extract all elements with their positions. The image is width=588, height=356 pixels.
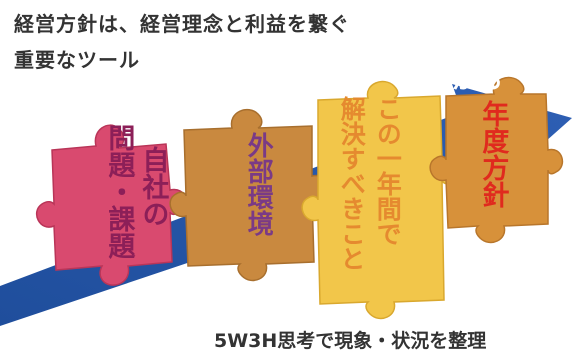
piece-oneyear-col1-text: この一年間で: [373, 96, 403, 246]
diagram-title: 経営方針は、経営理念と利益を繋ぐ 重要なツール: [14, 6, 350, 78]
puzzle-piece-oneyear: [301, 80, 460, 320]
title-line-2: 重要なツール: [14, 48, 140, 72]
piece-oneyear-col2-text: 解決すべきこと: [337, 96, 367, 271]
puzzle-piece-self: [36, 124, 188, 286]
piece-oneyear-column-2: 解決すべきこと: [337, 96, 367, 271]
piece-self-col2-text: 問題・課題: [103, 124, 135, 259]
puzzle-piece-policy: [429, 76, 564, 244]
title-line-1: 経営方針は、経営理念と利益を繋ぐ: [14, 12, 350, 36]
arrow-label: つながる: [400, 65, 505, 94]
puzzle-piece-external: [169, 108, 330, 282]
diagram-caption: 5W3H思考で現象・状況を整理: [214, 330, 487, 352]
piece-self-column-2: 問題・課題: [103, 124, 135, 259]
piece-self-col1-text: 自社の: [137, 146, 169, 227]
piece-oneyear-column-1: この一年間で: [373, 96, 403, 246]
piece-self-column-1: 自社の: [137, 146, 169, 227]
piece-external-column-1: 外部環境: [243, 132, 274, 236]
piece-policy-column-1: 年度方針: [477, 100, 509, 208]
piece-external-col1-text: 外部環境: [243, 132, 274, 236]
piece-policy-col1-text: 年度方針: [477, 100, 509, 208]
